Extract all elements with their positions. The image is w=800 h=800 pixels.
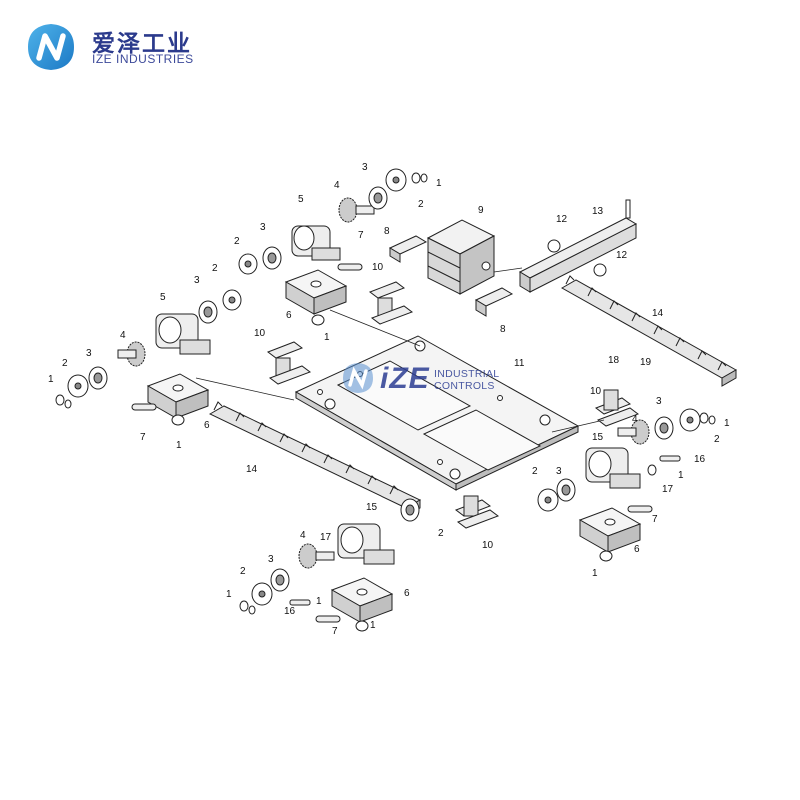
watermark-line2: CONTROLS [434, 380, 495, 392]
callout-number: 4 [120, 330, 126, 341]
callout-number: 17 [662, 484, 674, 495]
callout-number: 5 [298, 194, 304, 205]
brand-name-cn: 爱泽工业 [92, 31, 192, 57]
callout-number: 1 [226, 589, 232, 600]
mounting-block-bottom [330, 577, 394, 623]
callout-number: 3 [86, 348, 92, 359]
mounting-block-left [146, 373, 210, 419]
motor-block [426, 219, 496, 295]
callout-number: 19 [640, 357, 652, 368]
callout-number: 8 [500, 324, 506, 335]
callout-number: 9 [478, 205, 484, 216]
callout-number: 1 [176, 440, 182, 451]
flanges [67, 168, 701, 606]
callout-number: 14 [246, 464, 258, 475]
callout-number: 10 [372, 262, 384, 273]
callout-number: 18 [608, 355, 620, 366]
callout-number: 6 [286, 310, 292, 321]
callout-number: 3 [260, 222, 266, 233]
callout-number: 7 [140, 432, 146, 443]
callout-number: 4 [632, 414, 638, 425]
callout-number: 6 [204, 420, 210, 431]
mounting-block-right [578, 507, 642, 553]
callout-number: 16 [694, 454, 706, 465]
callout-number: 3 [268, 554, 274, 565]
callout-number: 1 [436, 178, 442, 189]
gear-rack-lower [208, 401, 422, 517]
retaining-rings [55, 172, 716, 632]
callout-number: 6 [404, 588, 410, 599]
callout-number: 8 [384, 226, 390, 237]
callout-number: 2 [240, 566, 246, 577]
leader-lines [195, 267, 605, 433]
callout-number: 3 [656, 396, 662, 407]
callout-number: 10 [590, 386, 602, 397]
callout-number: 10 [482, 540, 494, 551]
callout-number: 1 [316, 596, 322, 607]
callout-number: 3 [556, 466, 562, 477]
bracket-10-bottom [454, 495, 500, 529]
callout-number: 15 [592, 432, 604, 443]
callout-number: 1 [48, 374, 54, 385]
callout-number: 1 [724, 418, 730, 429]
callout-number: 2 [438, 528, 444, 539]
pinion-gear-bottom [298, 543, 335, 569]
watermark-line1: INDUSTRIAL [434, 368, 500, 380]
callout-number: 2 [714, 434, 720, 445]
pinion-gear-top [338, 197, 375, 223]
callout-number: 12 [616, 250, 628, 261]
bearing-housing-right [585, 447, 641, 489]
pinion-gear-left [117, 341, 146, 367]
shafts [131, 263, 681, 623]
callout-number: 10 [254, 328, 266, 339]
callout-number: 6 [634, 544, 640, 555]
callout-number: 15 [366, 502, 378, 513]
callout-number: 2 [212, 263, 218, 274]
bracket-10-top [368, 281, 414, 325]
watermark-brand: iZE [380, 362, 430, 395]
bearing-housing-left [155, 313, 211, 355]
callout-number: 1 [678, 470, 684, 481]
callout-number: 5 [160, 292, 166, 303]
callout-number: 11 [514, 358, 525, 369]
ize-logo-icon [28, 24, 74, 70]
callout-number: 1 [592, 568, 598, 579]
callout-number: 2 [62, 358, 68, 369]
bracket-8-top [388, 235, 428, 263]
callout-number: 1 [324, 332, 330, 343]
callout-number: 7 [332, 626, 338, 637]
callout-number: 4 [334, 180, 340, 191]
bearing-housing-bottom [337, 523, 395, 565]
callout-number: 16 [284, 606, 296, 617]
callout-number: 2 [532, 466, 538, 477]
bearings [88, 186, 674, 592]
callout-number: 7 [358, 230, 364, 241]
bracket-8-right [474, 287, 514, 317]
callout-number: 12 [556, 214, 568, 225]
bearing-housing-top [291, 225, 341, 261]
callout-number: 3 [362, 162, 368, 173]
bracket-10-right [594, 389, 640, 427]
guide-rail [518, 199, 638, 293]
callout-number: 3 [194, 275, 200, 286]
gear-rack-right [560, 275, 738, 387]
watermark-logo-icon [343, 363, 373, 393]
callout-number: 17 [320, 532, 332, 543]
callout-number: 1 [370, 620, 376, 631]
callout-number: 2 [418, 199, 424, 210]
callout-number: 2 [234, 236, 240, 247]
pinion-gear-right [617, 419, 650, 445]
callout-number: 13 [592, 206, 604, 217]
callout-number: 7 [652, 514, 658, 525]
brand-name-en: IZE INDUSTRIES [92, 52, 194, 66]
callout-number: 14 [652, 308, 664, 319]
bracket-10-left [266, 341, 312, 385]
callout-number: 4 [300, 530, 306, 541]
mounting-block-top [284, 269, 348, 315]
